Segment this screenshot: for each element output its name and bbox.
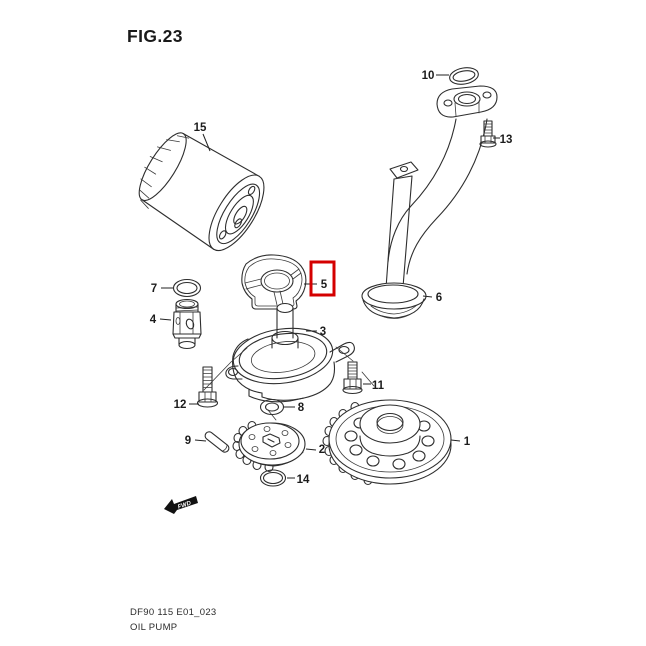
drive-gear-drawing	[232, 420, 306, 473]
bolt-12-drawing	[196, 366, 219, 408]
bolt-13-drawing	[479, 120, 497, 148]
part-label-14[interactable]: 14	[297, 474, 310, 486]
figure-title: FIG.23	[127, 26, 183, 46]
highlight-box	[309, 260, 336, 297]
fitting-drawing	[172, 298, 202, 350]
part-label-15[interactable]: 15	[194, 122, 207, 134]
footer-drawing-code: DF90 115 E01_023	[130, 607, 217, 618]
part-label-3[interactable]: 3	[320, 326, 326, 338]
part-label-12[interactable]: 12	[174, 399, 187, 411]
part-label-7[interactable]: 7	[151, 283, 157, 295]
part-label-1[interactable]: 1	[464, 436, 471, 448]
o-ring-7-drawing	[172, 278, 202, 298]
bolt-11-drawing	[342, 361, 363, 395]
part-label-6[interactable]: 6	[436, 292, 442, 304]
gasket-drawing	[241, 254, 307, 310]
oil-filter-drawing	[138, 132, 265, 252]
part-label-11[interactable]: 11	[372, 380, 385, 392]
part-label-10[interactable]: 10	[422, 70, 435, 82]
part-label-13[interactable]: 13	[500, 134, 513, 146]
driven-gear-drawing	[322, 399, 452, 486]
leader-lines	[159, 74, 500, 479]
part-label-9[interactable]: 9	[185, 435, 191, 447]
footer-figure-name: OIL PUMP	[130, 622, 177, 633]
oil-pump-case-drawing	[225, 302, 355, 403]
fwd-arrow-label: FWD	[177, 500, 193, 510]
pin-9-drawing	[204, 431, 230, 453]
washer-8-drawing	[259, 398, 285, 416]
o-ring-14-drawing	[259, 469, 287, 487]
fwd-arrow: FWD	[164, 496, 198, 514]
part-label-4[interactable]: 4	[150, 314, 157, 326]
oil-strainer-drawing	[361, 85, 498, 319]
o-ring-10-drawing	[449, 67, 479, 85]
assembly-lines	[203, 346, 375, 421]
part-label-2[interactable]: 2	[319, 444, 325, 456]
part-label-5[interactable]: 5	[321, 279, 328, 291]
part-label-8[interactable]: 8	[298, 402, 305, 414]
